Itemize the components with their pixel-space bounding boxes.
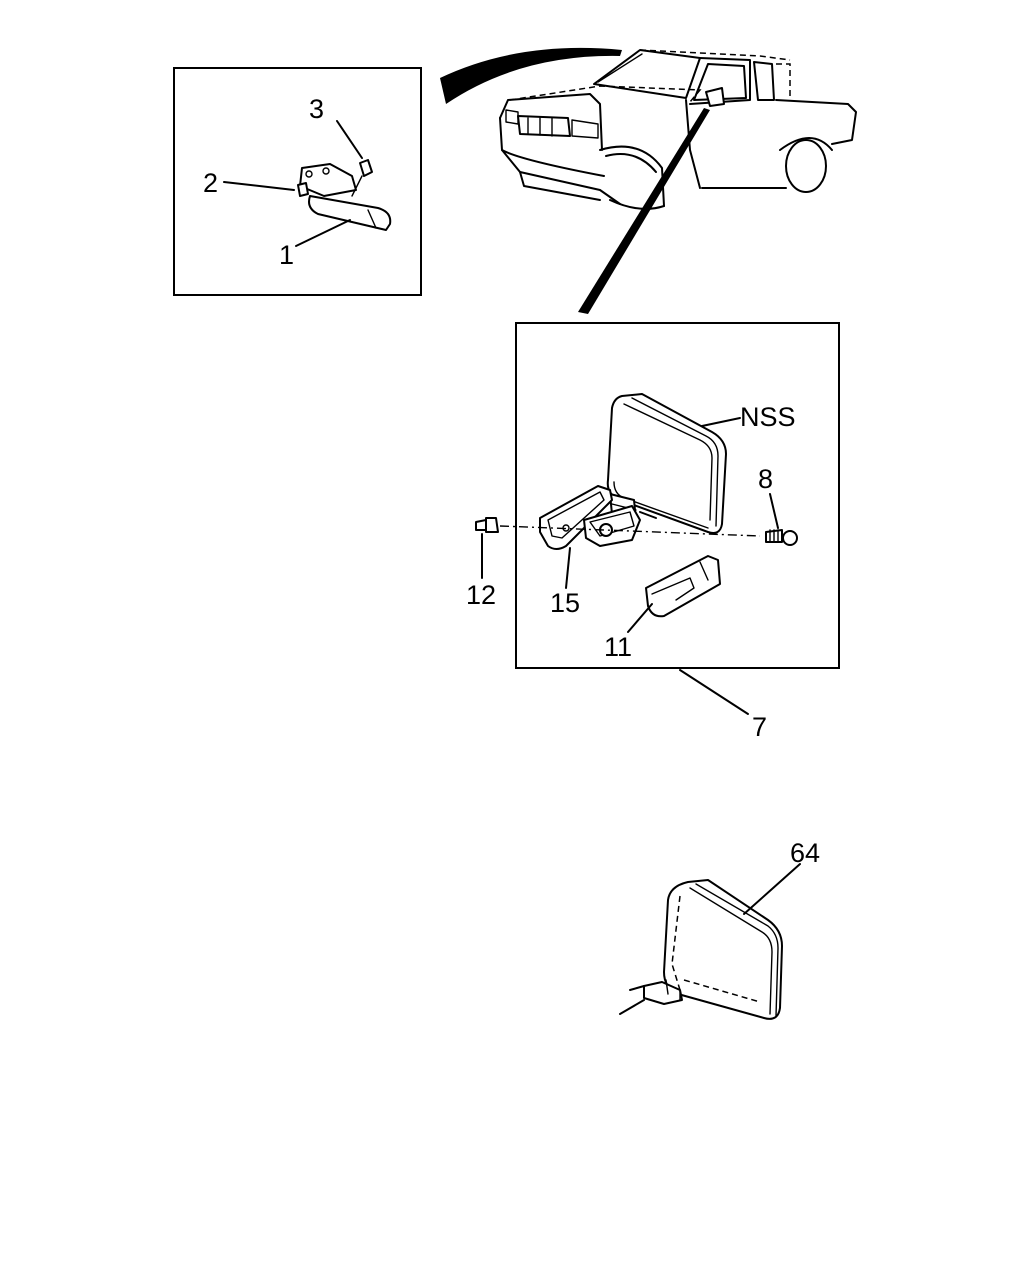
- callout-7: 7: [752, 712, 767, 742]
- callout-3: 3: [309, 94, 324, 124]
- screw-part-12: [475, 517, 499, 533]
- mirror-cover-part-11: [645, 555, 721, 618]
- door-mirror-assembly-box: [499, 322, 840, 669]
- assembly-center-line: [499, 525, 761, 537]
- leader-8: [769, 493, 779, 529]
- callout-15: 15: [550, 588, 580, 618]
- callout-nss: NSS: [740, 402, 796, 432]
- leader-11: [627, 603, 653, 633]
- callout-64: 64: [790, 838, 820, 868]
- mirror-head-nss: [606, 393, 727, 534]
- leader-15: [565, 547, 571, 589]
- callout-1: 1: [279, 240, 294, 270]
- leader-7: [679, 669, 749, 715]
- interior-mirror-part-1: [308, 195, 392, 231]
- inset-pointer-arrow: [440, 47, 622, 104]
- bolt-part-8: [765, 529, 798, 546]
- callout-8: 8: [758, 464, 773, 494]
- mirror-base-bracket-part-15: [539, 485, 613, 550]
- callout-12: 12: [466, 580, 496, 610]
- inset-frame: [173, 67, 422, 296]
- interior-mirror-inset: [173, 67, 422, 296]
- pickup-truck-outline: [499, 49, 857, 210]
- leader-64: [743, 863, 801, 915]
- mirror-pointer-line: [578, 108, 710, 314]
- mirror-stud-part-3: [359, 159, 373, 177]
- mirror-screw-part-2: [297, 182, 309, 197]
- mirror-mount-plate: [583, 505, 657, 547]
- truck-door-mirror: [705, 87, 725, 107]
- mirror-glass-part-64: [619, 879, 783, 1020]
- assembly-frame: [515, 322, 840, 669]
- callout-11: 11: [604, 632, 632, 662]
- callout-2: 2: [203, 168, 218, 198]
- leader-nss: [701, 417, 741, 427]
